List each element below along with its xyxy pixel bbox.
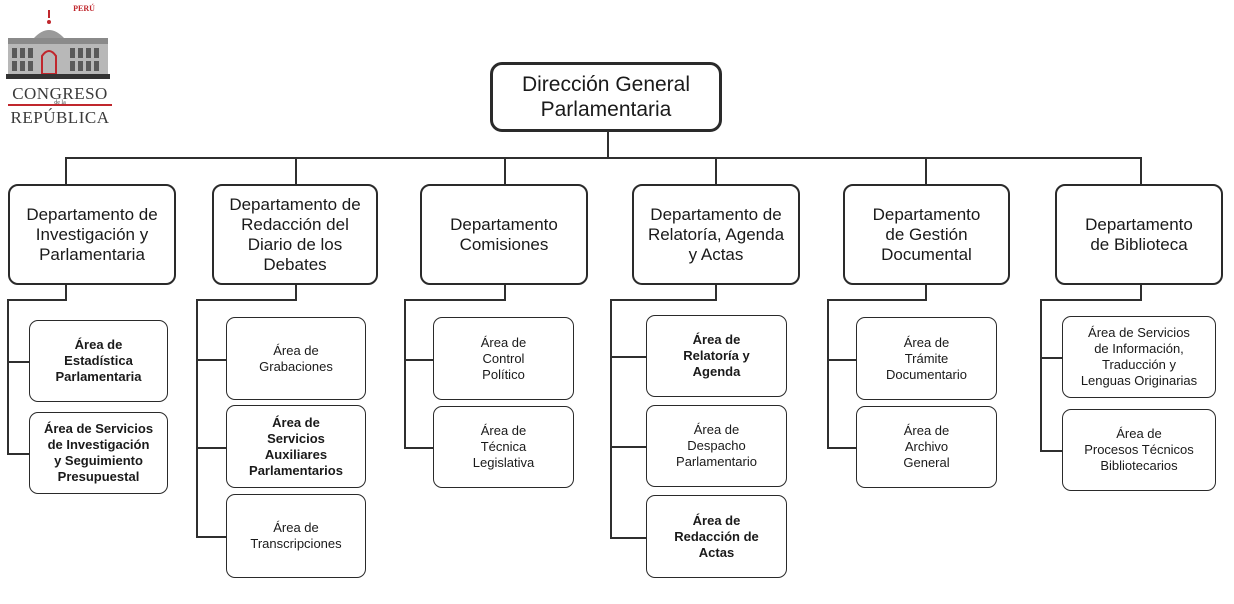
area-node: Área de Procesos Técnicos Bibliotecarios <box>1062 409 1216 491</box>
logo-divider <box>8 104 112 106</box>
department-node: Departamento de Redacción del Diario de … <box>212 184 378 285</box>
area-branch-line <box>1040 450 1062 452</box>
area-branch-line <box>7 453 29 455</box>
department-bus-line <box>65 157 1142 159</box>
area-node: Área de Despacho Parlamentario <box>646 405 787 487</box>
department-drop-line <box>925 158 927 184</box>
area-trunk-line <box>504 285 506 301</box>
root-connector <box>607 131 609 159</box>
area-trunk-line <box>65 285 67 301</box>
department-node: Departamento Comisiones <box>420 184 588 285</box>
logo-line2: de la <box>54 100 66 106</box>
area-label: Área de Trámite Documentario <box>886 334 967 382</box>
area-node: Área de Archivo General <box>856 406 997 488</box>
area-branch-line <box>404 358 433 361</box>
area-node: Área de Trámite Documentario <box>856 317 997 400</box>
department-drop-line <box>715 158 717 184</box>
department-node: Departamento de Relatoría, Agenda y Acta… <box>632 184 800 285</box>
area-node: Área de Técnica Legislativa <box>433 406 574 488</box>
area-elbow-line <box>1040 299 1142 301</box>
area-label: Área de Estadística Parlamentaria <box>55 337 142 384</box>
area-branch-line <box>196 358 226 361</box>
area-rail-line <box>610 299 612 539</box>
area-label: Área de Técnica Legislativa <box>472 423 535 470</box>
department-label: Departamento de Relatoría, Agenda y Acta… <box>647 204 785 264</box>
department-label: Departamento de Gestión Documental <box>872 204 981 264</box>
department-label: Departamento de Redacción del Diario de … <box>229 194 361 274</box>
area-label: Área de Servicios Auxiliares Parlamentar… <box>249 414 343 478</box>
area-elbow-line <box>196 299 297 301</box>
area-branch-line <box>1040 357 1062 359</box>
area-trunk-line <box>295 285 297 301</box>
department-drop-line <box>295 158 297 184</box>
area-trunk-line <box>925 285 927 301</box>
area-elbow-line <box>404 299 506 301</box>
area-label: Área de Control Político <box>480 334 527 382</box>
area-rail-line <box>827 299 829 449</box>
area-elbow-line <box>7 299 67 301</box>
congreso-logo: PERÚ CONGRESO de la REPÚBLICA <box>4 4 116 130</box>
department-node: Departamento de Investigación y Parlamen… <box>8 184 176 285</box>
area-node: Área de Transcripciones <box>226 494 366 578</box>
area-branch-line <box>196 446 226 449</box>
root-node: Dirección General Parlamentaria <box>490 62 722 132</box>
area-label: Área de Servicios de Investigación y Seg… <box>43 421 154 484</box>
congress-building-icon <box>6 10 110 79</box>
area-branch-line <box>196 536 226 538</box>
area-elbow-line <box>610 299 717 301</box>
department-drop-line <box>1140 158 1142 184</box>
department-label: Departamento Comisiones <box>450 214 558 254</box>
area-branch-line <box>827 447 856 449</box>
area-branch-line <box>7 361 29 363</box>
area-node: Área de Servicios Auxiliares Parlamentar… <box>226 405 366 488</box>
area-trunk-line <box>1140 285 1142 301</box>
area-node: Área de Relatoría y Agenda <box>646 315 787 397</box>
area-branch-line <box>610 356 646 358</box>
logo-line1: CONGRESO <box>12 84 108 103</box>
logo-country: PERÚ <box>73 4 95 13</box>
area-branch-line <box>827 358 856 361</box>
area-node: Área de Control Político <box>433 317 574 400</box>
area-label: Área de Archivo General <box>903 423 950 470</box>
area-trunk-line <box>715 285 717 301</box>
department-node: Departamento de Biblioteca <box>1055 184 1223 285</box>
area-rail-line <box>1040 299 1042 452</box>
root-label: Dirección General Parlamentaria <box>521 73 691 121</box>
area-node: Área de Grabaciones <box>226 317 366 400</box>
area-label: Área de Procesos Técnicos Bibliotecarios <box>1084 426 1194 473</box>
department-label: Departamento de Investigación y Parlamen… <box>26 204 158 264</box>
department-drop-line <box>65 158 67 184</box>
area-node: Área de Servicios de Información, Traduc… <box>1062 316 1216 398</box>
area-branch-line <box>610 446 646 448</box>
area-node: Área de Servicios de Investigación y Seg… <box>29 412 168 494</box>
department-node: Departamento de Gestión Documental <box>843 184 1010 285</box>
area-rail-line <box>7 299 9 455</box>
logo-line3: REPÚBLICA <box>10 108 110 127</box>
area-rail-line <box>404 299 406 449</box>
department-drop-line <box>504 158 506 184</box>
area-label: Área de Servicios de Información, Traduc… <box>1080 325 1198 388</box>
department-label: Departamento de Biblioteca <box>1085 214 1193 254</box>
area-elbow-line <box>827 299 927 301</box>
area-label: Área de Redacción de Actas <box>674 512 759 560</box>
area-branch-line <box>404 447 433 449</box>
area-node: Área de Redacción de Actas <box>646 495 787 578</box>
area-label: Área de Despacho Parlamentario <box>676 422 757 469</box>
area-branch-line <box>610 536 646 539</box>
area-label: Área de Grabaciones <box>259 342 333 374</box>
area-label: Área de Transcripciones <box>250 520 342 551</box>
area-label: Área de Relatoría y Agenda <box>683 332 750 379</box>
area-rail-line <box>196 299 198 538</box>
area-node: Área de Estadística Parlamentaria <box>29 320 168 402</box>
